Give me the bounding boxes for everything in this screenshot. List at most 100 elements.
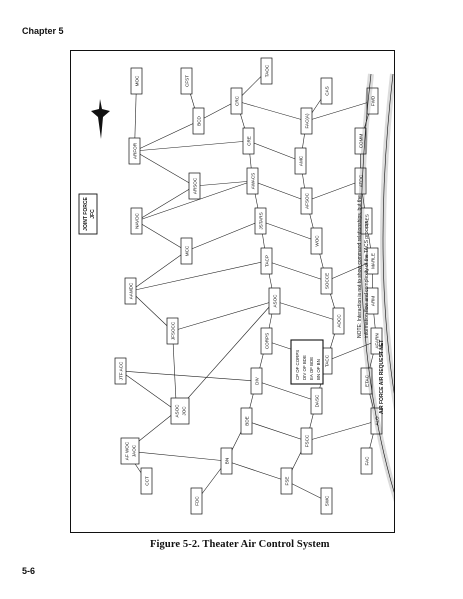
node-dasc-22: DASC (310, 387, 323, 415)
node-swc-45: SWC (320, 487, 333, 515)
node-label: BCD (197, 115, 202, 125)
node-box (366, 287, 379, 315)
connector-line-40 (266, 260, 327, 282)
node-box (180, 67, 193, 95)
node-cre-11: CRE (242, 127, 255, 155)
node-box (320, 77, 333, 105)
node-box (130, 207, 143, 235)
connector-line-44 (236, 100, 307, 122)
node-label: ARFOR (133, 142, 138, 159)
node-box (294, 147, 307, 175)
node-label: AWACS (251, 173, 256, 190)
node-box (78, 193, 98, 235)
connector-line-57 (306, 180, 361, 202)
node-label: SWC (325, 495, 330, 506)
node-label: ASOC (175, 404, 180, 418)
node-bde-18: BDE (240, 407, 253, 435)
node-label: ETAC (365, 374, 370, 387)
node-label: AMC (299, 155, 304, 166)
node-moc-43: MOC (130, 67, 143, 95)
node-label: BDE (245, 416, 250, 425)
node-label: CFST (185, 75, 190, 87)
connector-line-3 (130, 290, 173, 332)
connector-line-23 (136, 180, 253, 222)
node-box (366, 247, 379, 275)
net-band-edge-1 (382, 73, 394, 515)
node-label: ARM (371, 296, 376, 306)
node-fdc-44: FDC (190, 487, 203, 515)
node-label: AFARN (375, 333, 380, 348)
node-box (260, 327, 273, 355)
node-label: CAS (325, 86, 330, 95)
connector-line-63 (286, 480, 327, 502)
node-marle-36: MARLE (366, 247, 379, 275)
node-label: NAVDC (135, 212, 140, 228)
node-afarn-34: AFARN (370, 327, 383, 355)
node-box (166, 317, 179, 345)
node-navdc-6: NAVDC (130, 207, 143, 235)
node-fscc-21: FSCC (300, 427, 313, 455)
node-label: AFSOC (305, 192, 310, 209)
node-box (190, 487, 203, 515)
node-label: CRC (235, 95, 240, 106)
node-label: AF WOC (125, 441, 130, 460)
node-box (268, 287, 281, 315)
node-aocc-24: AOCC (332, 307, 345, 335)
node-label: MARLE (371, 253, 376, 269)
node-box (300, 427, 313, 455)
node-box (280, 467, 293, 495)
node-arm-35: ARM (366, 287, 379, 315)
node-fwd-40: FWD (366, 87, 379, 115)
node-box (354, 167, 367, 195)
node-box (114, 357, 127, 385)
node-label: FIRES (365, 214, 370, 228)
node-box (370, 407, 383, 435)
net-band-edge-0 (360, 73, 394, 515)
connector-line-8 (134, 120, 199, 152)
node-label: JFSOCC (171, 321, 176, 340)
node-taoc-46: TAOC (260, 57, 273, 85)
node-label: FAC (365, 456, 370, 466)
node-fse-20: FSE (280, 467, 293, 495)
node-box (354, 127, 367, 155)
connector-line-58 (306, 100, 373, 122)
node-cas-30: CAS (320, 77, 333, 105)
node-label: WOC (315, 235, 320, 247)
node-box (332, 307, 345, 335)
connector-line-6 (136, 185, 195, 222)
node-box (128, 137, 141, 165)
node-fac-31: FAC (360, 447, 373, 475)
connector-line-1 (120, 370, 177, 412)
node-jfsocc-3: JFSOCC (166, 317, 179, 345)
node-label: DASC (315, 394, 320, 407)
aircraft-shape (91, 99, 110, 139)
node-div-17: DIV (250, 367, 263, 395)
node-label: TACC (325, 354, 330, 367)
node-box (300, 107, 313, 135)
node-box (170, 397, 190, 425)
connector-line-56 (326, 260, 373, 282)
node-label: ASOC (273, 294, 278, 308)
node-label: CORPS (265, 333, 270, 349)
node-box (230, 87, 243, 115)
node-atoc-38: ATOC (354, 167, 367, 195)
node-label: BN (225, 458, 230, 464)
node-fac-a-29: FAC(A) (300, 107, 313, 135)
node-label: FSE (285, 477, 290, 486)
node-label: TAOC (265, 64, 270, 77)
node-tacp-14: TACP (260, 247, 273, 275)
node-box (180, 237, 193, 265)
node-label: JFC (90, 209, 96, 219)
node-label: SOCCE (325, 273, 330, 289)
node-socce-25: SOCCE (320, 267, 333, 295)
node-arfor-8: ARFOR (128, 137, 141, 165)
node-label: JAOC (132, 444, 137, 457)
node-box (130, 67, 143, 95)
node-cct-41: CCT (140, 467, 153, 495)
node-bn-19: BN (220, 447, 233, 475)
node-box (370, 327, 383, 355)
